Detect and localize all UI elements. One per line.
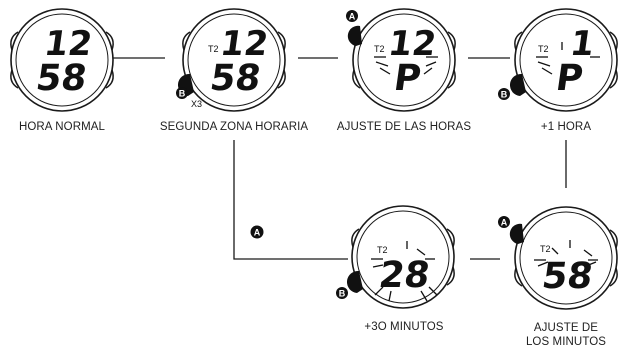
b-button-letter: B [339,289,346,299]
b-button-icon[interactable] [336,287,348,299]
watch-mas-30-minutos: T2 28 B [336,205,455,309]
b-button-icon[interactable] [498,88,510,100]
watch-lugs [10,31,114,89]
watch-ajuste-minutos: A T2 58 [498,206,618,310]
tag-t2: T2 [374,44,385,54]
label-ajuste-minutos-line1: AJUSTE DE [533,322,599,334]
watch-lugs [514,31,618,89]
label-ajuste-minutos-line2: LOS MINUTOS [525,336,607,348]
label-mas-30-minutos: +3O MINUTOS [364,321,444,333]
tag-t2: T2 [540,244,551,254]
display-bottom: P [391,56,423,99]
watch-face [519,13,613,107]
watch-lugs [182,31,286,89]
display-bottom: P [553,56,585,99]
display-bottom: 58 [33,56,89,99]
flash-marks [534,247,598,267]
button-b-shape[interactable] [346,270,363,293]
display-top: 12 [42,24,95,64]
watch-lugs [351,228,455,286]
a-step-letter: A [254,228,261,238]
a-button-icon [250,225,264,239]
tag-t2: T2 [538,44,549,54]
tag-t2: T2 [208,44,219,54]
button-a-shape[interactable] [347,25,362,46]
watch-face [15,13,109,107]
a-button-letter: A [501,218,508,228]
watch-ajuste-horas: A T2 12 P [346,8,456,112]
button-b-shape[interactable] [509,73,526,96]
display-bottom: 58 [539,254,595,297]
flash-marks [374,56,438,75]
label-segunda-zona: SEGUNDA ZONA HORARIA [159,121,309,133]
display-bottom: 28 [376,253,432,296]
tag-t2: T2 [377,245,388,255]
watch-lugs [514,229,618,287]
watch-mas-1-hora: T2 1 P B [498,8,618,112]
b-button-letter: B [501,90,508,100]
flow-connectors [113,57,567,260]
watch-face [357,13,451,107]
display-top: 12 [218,24,271,64]
watch-hora-normal: 12 58 [10,8,114,112]
watch-face [519,211,613,305]
flash-marks [536,42,600,75]
display-bottom: 58 [207,56,263,99]
b-button-letter: B [179,89,186,99]
label-mas-1-hora: +1 HORA [540,121,592,133]
watch-lugs [352,31,456,89]
label-hora-normal: HORA NORMAL [18,121,106,133]
connector-2-5 [233,140,348,260]
label-ajuste-horas: AJUSTE DE LAS HORAS [336,121,472,133]
a-button-icon[interactable] [498,216,510,228]
a-button-icon[interactable] [346,10,358,22]
watch-face [187,13,281,107]
press-count: X3 [191,99,202,109]
a-step-marker: A [250,225,264,239]
b-button-icon[interactable] [176,87,188,99]
button-a-shape[interactable] [509,223,524,244]
a-button-letter: A [349,12,356,22]
watch-face [356,210,450,304]
watch-segunda-zona: T2 12 58 B X3 [176,8,286,112]
flash-marks [371,248,438,302]
